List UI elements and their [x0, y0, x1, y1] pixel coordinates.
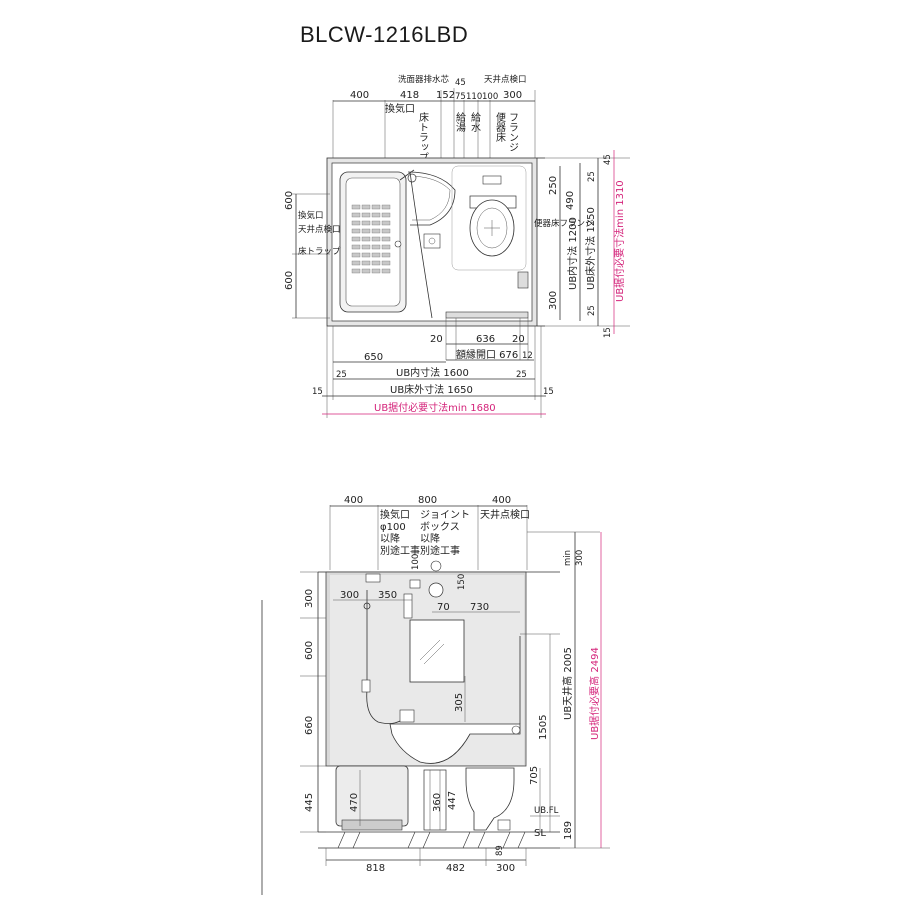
elev-inner-dim-150: 150: [457, 574, 467, 590]
elev-label-after2: 以降: [420, 532, 440, 545]
elev-label-min: min: [563, 550, 573, 566]
elev-label-joint: ジョイント: [420, 510, 470, 521]
plan-right-dim-300: 300: [548, 291, 559, 310]
elevation-view: 400 800 400 換気口 φ100 以降 別途工事 ジョイント ボックス …: [261, 495, 610, 895]
elev-inner-dim-350: 350: [378, 590, 397, 601]
elev-label-after1: 以降: [380, 532, 400, 545]
plan-dim-300: 300: [503, 90, 522, 101]
plan-bottom-dim-15a: 15: [312, 387, 323, 397]
plan-right-dim-45: 45: [603, 154, 613, 165]
plan-label-vent: 換気口: [385, 102, 415, 115]
plan-right-label-ub-outer: UB床外寸法 1250: [584, 207, 597, 290]
elev-left-dim-660: 660: [304, 716, 315, 735]
elev-right-sl: SL: [534, 828, 546, 839]
elev-bottom-dim-300: 300: [496, 863, 515, 874]
drawing-title: BLCW-1216LBD: [300, 22, 469, 47]
plan-bottom-ub-inner: UB内寸法 1600: [396, 366, 469, 379]
elev-top-dim-400b: 400: [492, 495, 511, 506]
plan-dim-45: 45: [455, 78, 466, 88]
plan-dim-110: 110: [466, 92, 482, 102]
elev-right-ub-ceiling: UB天井高 2005: [561, 647, 574, 720]
elev-top-dim-400a: 400: [344, 495, 363, 506]
plan-label-water-supply: 給水: [469, 111, 481, 132]
elev-inner-dim-1505: 1505: [538, 715, 549, 740]
plan-view: 400 418 152 45 75 110 100 300 洗面器排水芯 天井点…: [284, 74, 630, 418]
elev-right-dim-189: 189: [563, 821, 574, 840]
plan-label-floor-trap: 床トラップ: [417, 111, 429, 162]
elev-bottom-dim-818: 818: [366, 863, 385, 874]
plan-label-ceiling-hatch: 天井点検口: [484, 74, 527, 85]
plan-left-label-vent: 換気口: [298, 210, 324, 221]
plan-dim-418: 418: [400, 90, 419, 101]
plan-bottom-frame-open: 額縁開口 676: [456, 348, 518, 361]
elev-label-box: ボックス: [420, 521, 460, 533]
plan-bottom-dim-12: 12: [522, 351, 533, 361]
plan-bottom-ub-outer: UB床外寸法 1650: [390, 383, 473, 396]
plan-dim-152: 152: [436, 90, 455, 101]
plan-left-dim-600b: 600: [284, 271, 295, 290]
plan-dim-100: 100: [482, 92, 498, 102]
elev-label-separate2: 別途工事: [420, 544, 460, 557]
elev-right-ub-required: UB据付必要高 2494: [588, 647, 601, 740]
elev-top-dim-800: 800: [418, 495, 437, 506]
plan-left-label-trap: 床トラップ: [298, 246, 341, 257]
plan-label-hot-water: 給湯: [454, 111, 466, 133]
elev-bottom-dim-482: 482: [446, 863, 465, 874]
elev-label-min300: 300: [575, 550, 585, 566]
plan-right-dim-490: 490: [565, 191, 576, 210]
elev-right-ubfl: UB.FL: [534, 806, 559, 816]
elev-label-phi100: φ100: [380, 522, 406, 533]
elev-left-dim-445: 445: [304, 793, 315, 812]
plan-right-label-flange: 便器床フランジ: [534, 218, 594, 229]
plan-bottom-dim-636: 636: [476, 334, 495, 345]
plan-dim-75: 75: [455, 92, 466, 102]
plan-label-toilet-floor: 便器床: [494, 111, 506, 143]
plan-label-sink-drain: 洗面器排水芯: [398, 74, 450, 85]
plan-bottom-dim-25b: 25: [516, 370, 527, 380]
elev-inner-dim-470: 470: [349, 793, 360, 812]
elev-left-dim-300: 300: [304, 589, 315, 608]
elev-inner-dim-360: 360: [432, 793, 443, 812]
plan-label-flange: フランジ: [507, 112, 518, 152]
elev-inner-dim-447: 447: [447, 791, 458, 810]
plan-right-label-ub-inner: UB内寸法 1200: [566, 217, 579, 290]
plan-bottom-dim-20a: 20: [430, 334, 443, 345]
plan-bottom-dim-20b: 20: [512, 334, 525, 345]
elev-inner-dim-730: 730: [470, 602, 489, 613]
plan-right-dim-25b: 25: [587, 305, 597, 316]
plan-right-dim-250: 250: [548, 176, 559, 195]
plan-right-label-ub-required: UB据付必要寸法min 1310: [613, 180, 626, 302]
elev-inner-dim-70: 70: [437, 602, 450, 613]
elev-label-vent: 換気口: [380, 508, 410, 521]
plan-bottom-dim-25a: 25: [336, 370, 347, 380]
elev-inner-dim-300: 300: [340, 590, 359, 601]
elev-label-separate1: 別途工事: [380, 544, 420, 557]
elev-inner-dim-705: 705: [529, 766, 540, 785]
elev-bottom-dim-89: 89: [495, 845, 505, 856]
elev-label-ceiling-hatch: 天井点検口: [480, 508, 530, 521]
plan-left-label-hatch: 天井点検口: [298, 224, 341, 235]
elev-left-dim-600: 600: [304, 641, 315, 660]
plan-right-dim-25a: 25: [587, 171, 597, 182]
plan-dim-400: 400: [350, 90, 369, 101]
plan-bottom-ub-required: UB据付必要寸法min 1680: [374, 401, 496, 414]
plan-left-dim-600a: 600: [284, 191, 295, 210]
elev-inner-dim-305: 305: [454, 693, 465, 712]
plan-bottom-dim-15b: 15: [543, 387, 554, 397]
plan-right-dim-15: 15: [603, 327, 613, 338]
plan-bottom-dim-650: 650: [364, 352, 383, 363]
elev-inner-dim-100: 100: [411, 554, 421, 570]
